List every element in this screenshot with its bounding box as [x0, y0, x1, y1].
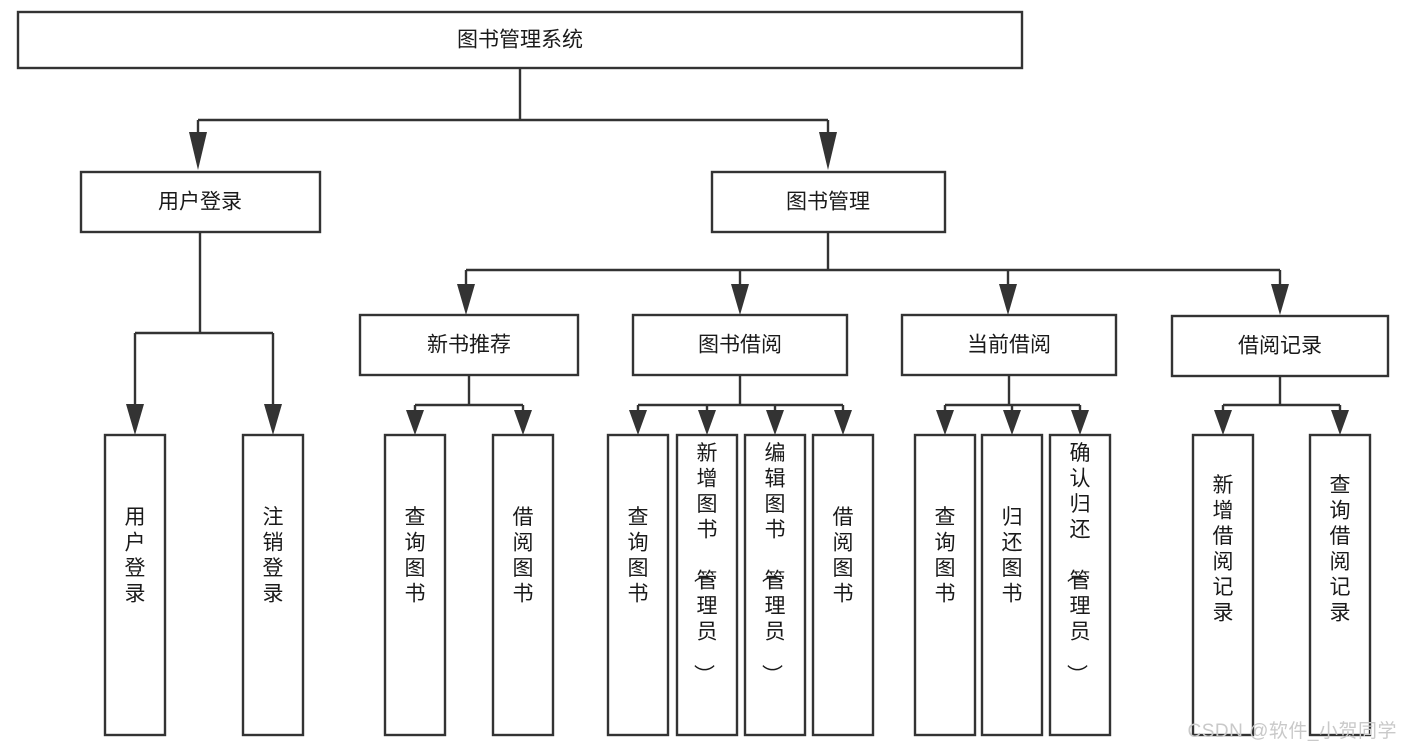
leaf-br-add-record-box[interactable]	[1191, 433, 1255, 737]
edge-group-currentborrow-to-leaves	[936, 375, 1089, 435]
leaf-br-add-record-label: 新增借阅记录	[1213, 474, 1234, 625]
leaf-nb-borrow-book[interactable]: 借阅图书	[491, 433, 555, 737]
node-current-borrow[interactable]: 当前借阅	[900, 313, 1118, 377]
leaf-cb-confirm-return-label: 确认归还（管理员）	[1065, 442, 1091, 685]
leaf-bb-query-book[interactable]: 查询图书	[606, 433, 670, 737]
leaf-nb-query-book-label: 查询图书	[405, 506, 426, 606]
arrowhead-book-borrow	[731, 284, 749, 315]
node-borrow-record[interactable]: 借阅记录	[1170, 314, 1390, 378]
node-user-login-label: 用户登录	[158, 191, 242, 214]
node-user-login[interactable]: 用户登录	[79, 170, 322, 234]
leaf-bb-borrow-book-box[interactable]	[811, 433, 875, 737]
arrowhead-bb-leaf-3	[766, 410, 784, 435]
node-book-management-label: 图书管理	[786, 191, 870, 214]
edge-group-root-to-level1	[189, 68, 837, 170]
leaf-cb-query-book-box[interactable]	[913, 433, 977, 737]
edge-group-newbook-to-leaves	[406, 375, 532, 435]
leaf-br-add-record[interactable]: 新增借阅记录	[1191, 433, 1255, 737]
node-borrow-record-label: 借阅记录	[1238, 335, 1322, 358]
leaf-cb-return-book-label: 归还图书	[1002, 506, 1023, 606]
leaf-cb-query-book[interactable]: 查询图书	[913, 433, 977, 737]
leaf-cb-return-book[interactable]: 归还图书	[980, 433, 1044, 737]
arrowhead-cb-leaf-3	[1071, 410, 1089, 435]
node-root-box[interactable]	[16, 10, 1024, 70]
edge-group-bookmgmt-to-level2	[457, 232, 1289, 315]
leaf-nb-query-book-box[interactable]	[383, 433, 447, 737]
leaf-cb-query-book-label: 查询图书	[935, 506, 956, 606]
leaf-logout[interactable]: 注销登录	[241, 433, 305, 737]
node-book-borrow-label: 图书借阅	[698, 334, 782, 357]
arrowhead-new-book	[457, 284, 475, 315]
arrowhead-bb-leaf-1	[629, 410, 647, 435]
csdn-watermark: CSDN @软件_小贺同学	[1187, 721, 1397, 742]
edge-group-bookborrow-to-leaves	[629, 375, 852, 435]
node-user-login-box[interactable]	[79, 170, 322, 234]
node-book-management-box[interactable]	[710, 170, 947, 234]
leaf-cb-confirm-return[interactable]: 确认归还（管理员）	[1048, 433, 1112, 737]
node-book-management[interactable]: 图书管理	[710, 170, 947, 234]
leaf-bb-edit-book-box[interactable]	[743, 433, 807, 737]
leaf-br-query-record-label: 查询借阅记录	[1330, 474, 1351, 625]
arrowhead-book-mgmt	[819, 132, 837, 170]
leaf-user-login-label: 用户登录	[125, 506, 146, 606]
leaf-nb-borrow-book-label: 借阅图书	[513, 506, 534, 606]
edge-group-borrowrecord-to-leaves	[1214, 376, 1349, 435]
leaf-bb-add-book[interactable]: 新增图书（管理员）	[675, 433, 739, 737]
arrowhead-bb-leaf-2	[698, 410, 716, 435]
node-current-borrow-label: 当前借阅	[967, 334, 1051, 357]
arrowhead-leaf-logout	[264, 404, 282, 435]
leaf-bb-query-book-label: 查询图书	[628, 506, 649, 606]
leaf-cb-confirm-return-box[interactable]	[1048, 433, 1112, 737]
leaf-bb-borrow-book-label: 借阅图书	[833, 506, 854, 606]
node-root-system[interactable]: 图书管理系统	[16, 10, 1024, 70]
arrowhead-cb-leaf-1	[936, 410, 954, 435]
node-new-book-recommend-label: 新书推荐	[427, 334, 511, 357]
node-new-book-recommend-box[interactable]	[358, 313, 580, 377]
node-book-borrow-box[interactable]	[631, 313, 849, 377]
arrowhead-cb-leaf-2	[1003, 410, 1021, 435]
leaf-user-login[interactable]: 用户登录	[103, 433, 167, 737]
leaf-bb-borrow-book[interactable]: 借阅图书	[811, 433, 875, 737]
arrowhead-br-leaf-2	[1331, 410, 1349, 435]
leaf-bb-edit-book-label: 编辑图书（管理员）	[760, 442, 786, 685]
node-current-borrow-box[interactable]	[900, 313, 1118, 377]
arrowhead-current-borrow	[999, 284, 1017, 315]
node-book-borrow[interactable]: 图书借阅	[631, 313, 849, 377]
arrowhead-leaf-user-login	[126, 404, 144, 435]
leaf-logout-box[interactable]	[241, 433, 305, 737]
leaf-bb-add-book-label: 新增图书（管理员）	[692, 442, 718, 685]
arrowhead-user-login	[189, 132, 207, 170]
leaf-nb-query-book[interactable]: 查询图书	[383, 433, 447, 737]
leaf-nb-borrow-book-box[interactable]	[491, 433, 555, 737]
leaf-cb-return-book-box[interactable]	[980, 433, 1044, 737]
leaf-br-query-record[interactable]: 查询借阅记录	[1308, 433, 1372, 737]
leaf-bb-add-book-box[interactable]	[675, 433, 739, 737]
node-borrow-record-box[interactable]	[1170, 314, 1390, 378]
node-new-book-recommend[interactable]: 新书推荐	[358, 313, 580, 377]
arrowhead-borrow-record	[1271, 284, 1289, 315]
node-root-label: 图书管理系统	[457, 29, 583, 52]
leaf-logout-label: 注销登录	[263, 506, 284, 606]
arrowhead-bb-leaf-4	[834, 410, 852, 435]
arrowhead-nb-leaf-2	[514, 410, 532, 435]
leaf-br-query-record-box[interactable]	[1308, 433, 1372, 737]
leaf-bb-edit-book[interactable]: 编辑图书（管理员）	[743, 433, 807, 737]
arrowhead-nb-leaf-1	[406, 410, 424, 435]
leaf-bb-query-book-box[interactable]	[606, 433, 670, 737]
edge-group-userlogin-to-leaves	[126, 232, 282, 435]
leaf-user-login-box[interactable]	[103, 433, 167, 737]
arrowhead-br-leaf-1	[1214, 410, 1232, 435]
